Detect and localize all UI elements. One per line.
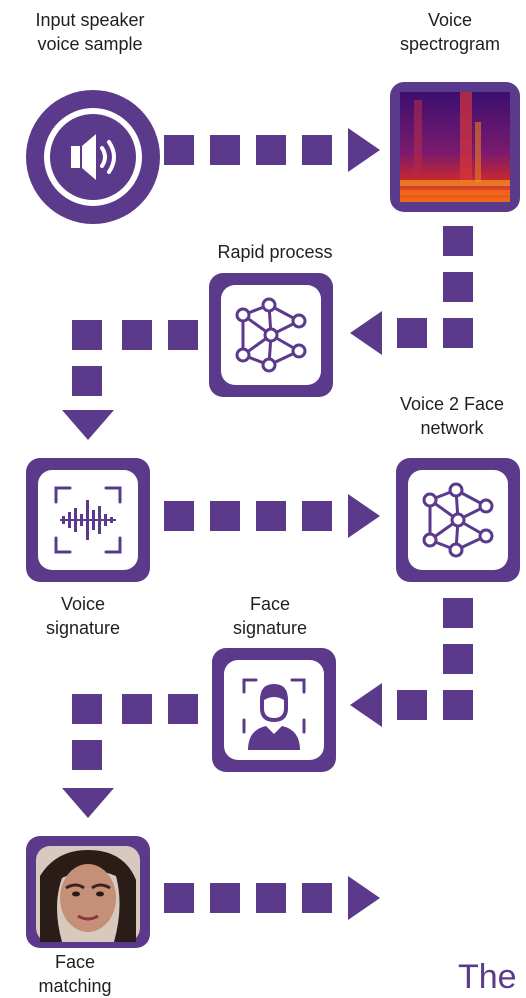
connector-square bbox=[210, 135, 240, 165]
arrowhead-right bbox=[348, 494, 380, 538]
connector-square bbox=[168, 320, 198, 350]
connector-square bbox=[164, 135, 194, 165]
arrowhead-right bbox=[348, 876, 380, 920]
connector-square bbox=[168, 694, 198, 724]
connector-square bbox=[72, 366, 102, 396]
connector-square bbox=[72, 320, 102, 350]
arrowhead-down bbox=[62, 788, 114, 818]
connector-square bbox=[397, 690, 427, 720]
connector-square bbox=[302, 883, 332, 913]
neural-network-icon bbox=[235, 297, 307, 373]
spectrogram-image bbox=[400, 92, 510, 202]
connector-square bbox=[72, 740, 102, 770]
connector-square bbox=[210, 501, 240, 531]
connector-square bbox=[397, 318, 427, 348]
connector-square bbox=[164, 501, 194, 531]
arrowhead-down bbox=[62, 410, 114, 440]
connector-square bbox=[72, 694, 102, 724]
arrowhead-right bbox=[348, 128, 380, 172]
connector-square bbox=[443, 318, 473, 348]
connector-square bbox=[164, 883, 194, 913]
connector-square bbox=[122, 694, 152, 724]
label-face-matching: Face matching bbox=[38, 952, 112, 996]
face-signature-node bbox=[212, 648, 336, 772]
label-voice-spectrogram: Voice spectrogram bbox=[399, 10, 501, 54]
rapid-process-node bbox=[209, 273, 333, 397]
label-voice2face-network: Voice 2 Face network bbox=[399, 394, 505, 438]
connector-square bbox=[443, 272, 473, 302]
neural-network-icon bbox=[422, 482, 494, 558]
connector-square bbox=[443, 690, 473, 720]
voice2face-network-node bbox=[396, 458, 520, 582]
label-voice-signature: Voice signature bbox=[45, 594, 121, 638]
label-input-speaker: Input speaker voice sample bbox=[35, 10, 145, 54]
connector-square bbox=[256, 883, 286, 913]
speaker-node bbox=[26, 90, 160, 224]
voice-waveform-icon bbox=[54, 486, 122, 554]
label-face-signature: Face signature bbox=[232, 594, 308, 638]
connector-square bbox=[302, 501, 332, 531]
connector-square bbox=[443, 226, 473, 256]
matched-face-photo bbox=[36, 846, 140, 942]
label-rapid-process: Rapid process bbox=[217, 242, 333, 262]
arrowhead-left bbox=[350, 683, 382, 727]
speaker-icon bbox=[26, 90, 160, 224]
trailing-text: The bbox=[458, 958, 517, 996]
connector-square bbox=[443, 598, 473, 628]
connector-square bbox=[443, 644, 473, 674]
voice-signature-node bbox=[26, 458, 150, 582]
face-scan-icon bbox=[242, 678, 306, 750]
connector-square bbox=[256, 501, 286, 531]
connector-square bbox=[302, 135, 332, 165]
connector-square bbox=[256, 135, 286, 165]
spectrogram-node bbox=[390, 82, 520, 212]
connector-square bbox=[122, 320, 152, 350]
arrowhead-left bbox=[350, 311, 382, 355]
face-matching-node bbox=[26, 836, 150, 948]
connector-square bbox=[210, 883, 240, 913]
